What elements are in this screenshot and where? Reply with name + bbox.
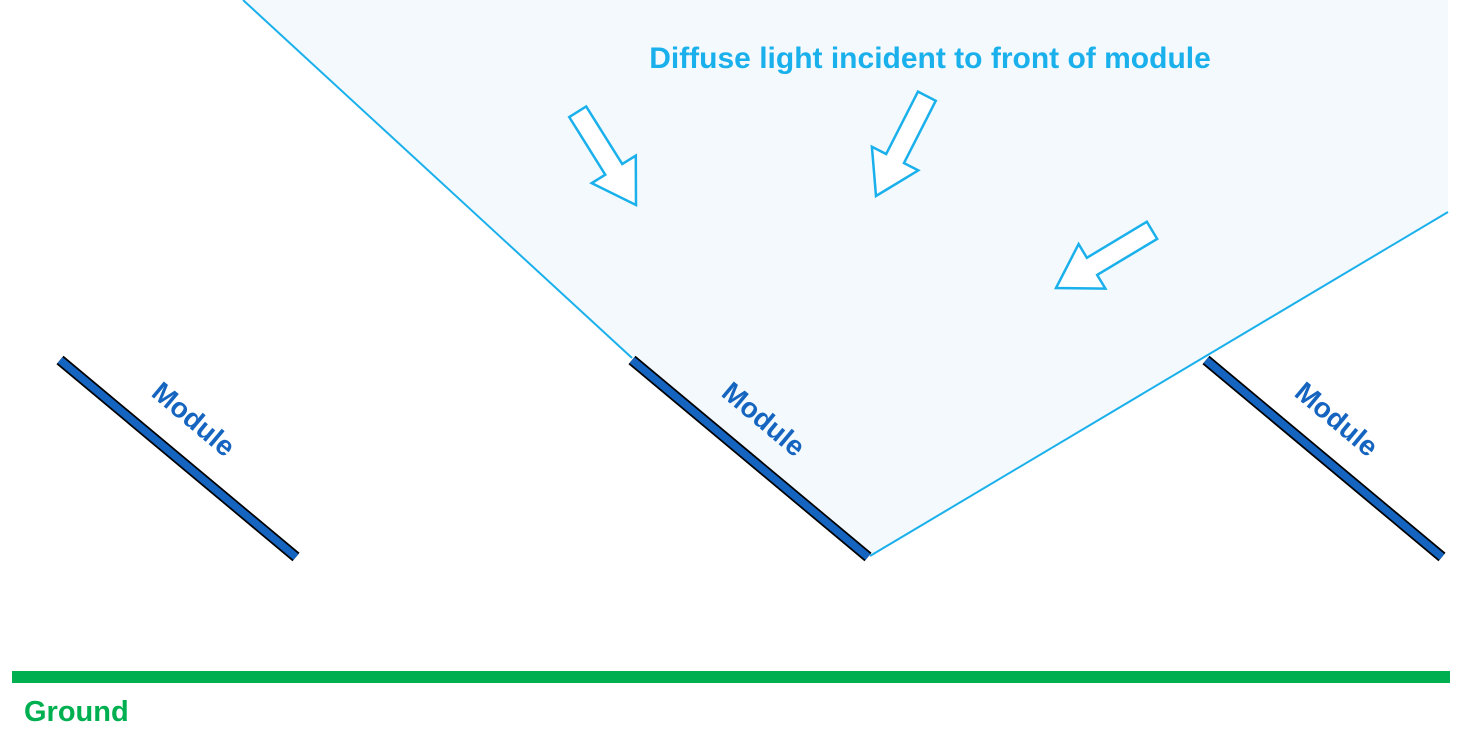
module-label: Module: [1289, 376, 1384, 463]
diagram-title: Diffuse light incident to front of modul…: [649, 42, 1211, 75]
module-panel: [1202, 355, 1446, 562]
diffuse-light-region: [243, 0, 1448, 556]
ground-label: Ground: [24, 696, 129, 728]
light-region-left-edge: [242, 0, 633, 359]
light-region-right-edge: [869, 211, 1449, 557]
ground-line: [12, 671, 1450, 683]
module-panel: [628, 355, 872, 562]
module-panel: [56, 355, 300, 562]
arrow-icon: [1053, 220, 1159, 290]
arrow-icon: [870, 89, 938, 199]
arrow-icon: [567, 104, 638, 208]
